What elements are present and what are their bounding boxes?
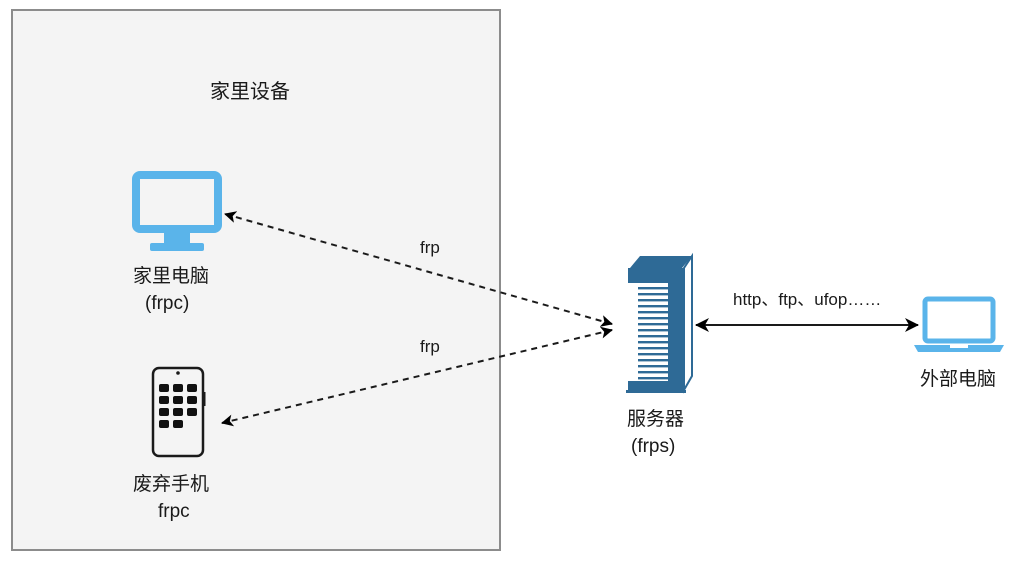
server-slot — [638, 329, 668, 332]
server-tower-icon — [626, 252, 693, 394]
edge-label-frp-old-phone: frp — [418, 337, 442, 357]
server-slot — [638, 347, 668, 350]
server-slot — [638, 377, 668, 380]
server-slot — [638, 341, 668, 344]
desktop-monitor-icon — [132, 171, 222, 251]
server-slot — [638, 353, 668, 356]
home-pc-label: 家里电脑 — [133, 266, 210, 287]
server-slot — [638, 317, 668, 320]
edge-server-to-home-pc — [224, 211, 613, 327]
edge-server-to-old-phone — [221, 326, 613, 427]
server-slot — [638, 359, 668, 362]
server-slot — [638, 287, 668, 290]
edge-label-protocols: http、ftp、ufop…… — [731, 290, 884, 310]
server-slot — [638, 365, 668, 368]
server-slot — [638, 335, 668, 338]
server-sublabel: (frps) — [631, 436, 676, 457]
server-slot — [638, 299, 668, 302]
server-label: 服务器 — [627, 409, 685, 430]
server-slot — [638, 323, 668, 326]
smartphone-icon — [151, 366, 206, 458]
server-slot — [638, 311, 668, 314]
home-pc-sublabel: (frpc) — [145, 293, 190, 314]
server-slot — [638, 305, 668, 308]
external-pc-label: 外部电脑 — [920, 369, 997, 390]
server-slot — [638, 293, 668, 296]
laptop-icon — [914, 296, 1004, 352]
old-phone-label: 废弃手机 — [133, 474, 210, 495]
old-phone-sublabel: frpc — [158, 501, 190, 522]
group-title: 家里设备 — [210, 81, 290, 103]
edge-label-frp-home-pc: frp — [418, 238, 442, 258]
server-slot — [638, 371, 668, 374]
